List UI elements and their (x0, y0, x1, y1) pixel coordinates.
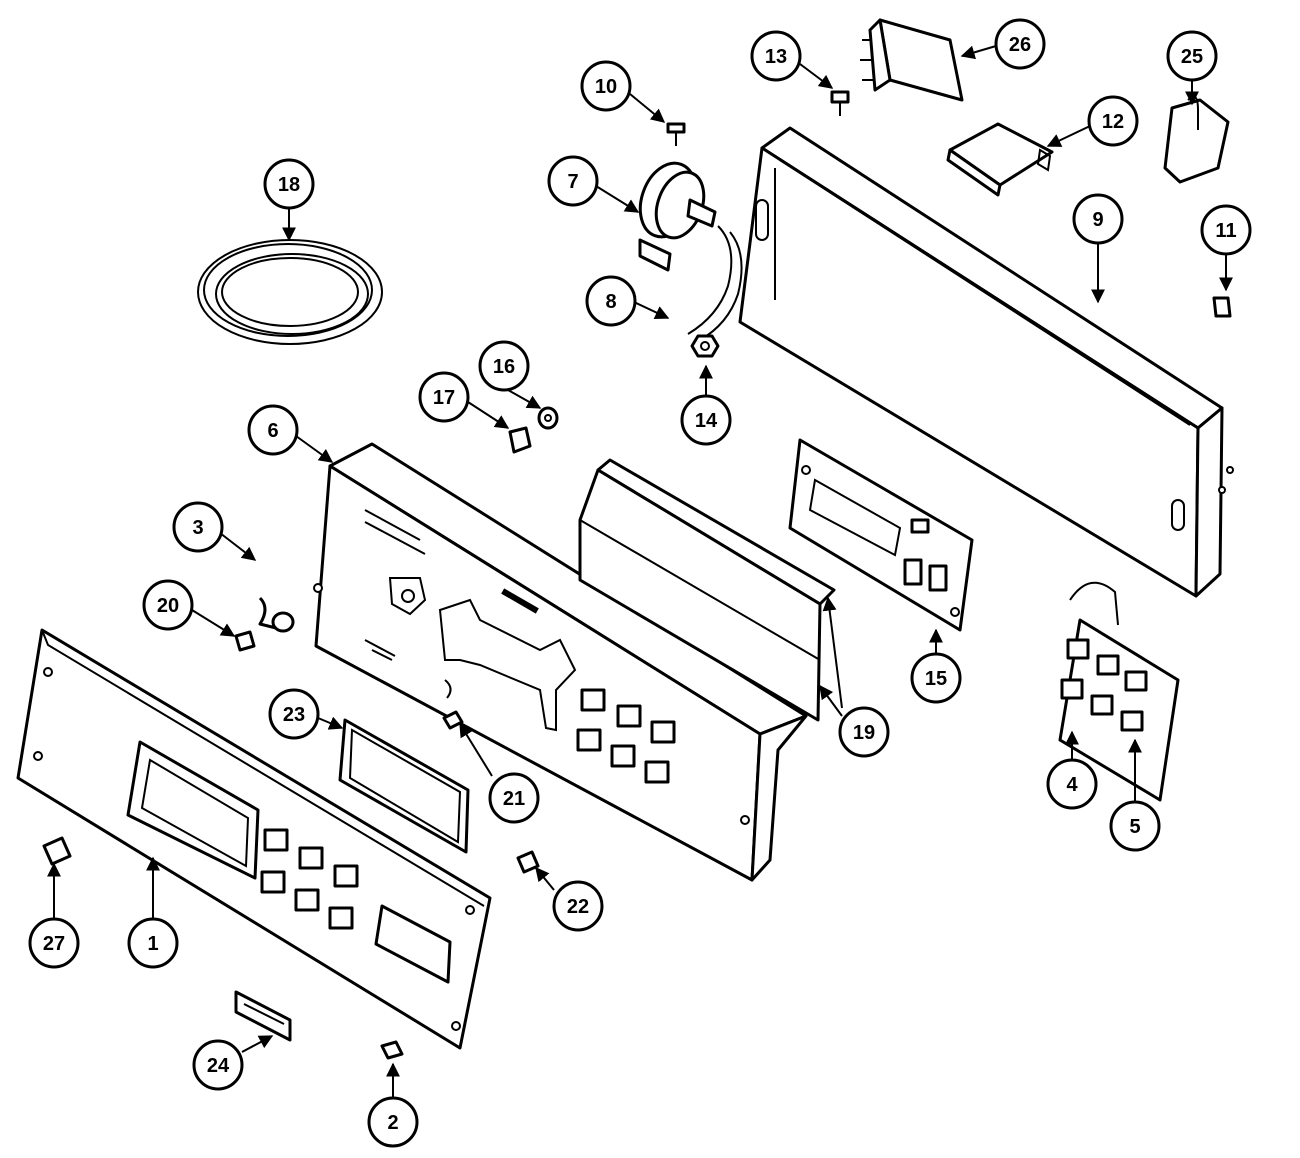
callout-2-label: 2 (387, 1112, 398, 1134)
callout-27-label: 27 (43, 933, 65, 955)
callout-13: 13 (750, 30, 802, 82)
callout-26: 26 (994, 18, 1046, 70)
callout-17: 17 (418, 371, 470, 423)
callout-20-label: 20 (157, 595, 179, 617)
callout-16-label: 16 (493, 356, 515, 378)
callout-19-label: 19 (853, 722, 875, 744)
part-filter (946, 122, 1054, 197)
callout-12: 12 (1087, 95, 1139, 147)
callout-21-label: 21 (503, 788, 525, 810)
callout-7: 7 (547, 155, 599, 207)
callout-15-label: 15 (925, 668, 947, 690)
callout-19: 19 (838, 706, 890, 758)
callout-8-label: 8 (605, 291, 616, 313)
callout-9-label: 9 (1092, 209, 1103, 231)
callout-11-label: 11 (1215, 220, 1236, 242)
callout-7-label: 7 (567, 171, 578, 193)
callout-3: 3 (172, 501, 224, 553)
callout-leaders (47, 45, 1233, 1098)
callout-23-label: 23 (283, 704, 305, 726)
part-control-board (788, 438, 974, 632)
callout-22-label: 22 (567, 896, 589, 918)
callout-27: 27 (28, 917, 80, 969)
callout-6: 6 (247, 404, 299, 456)
callout-21: 21 (488, 772, 540, 824)
callout-5-label: 5 (1129, 816, 1140, 838)
callout-23: 23 (268, 688, 320, 740)
callout-14: 14 (680, 394, 732, 446)
callout-12-label: 12 (1102, 111, 1124, 133)
callout-10: 10 (580, 60, 632, 112)
callout-15: 15 (910, 652, 962, 704)
callout-18: 18 (263, 158, 315, 210)
callout-1-label: 1 (147, 933, 158, 955)
part-control-bracket (313, 442, 808, 882)
part-relay (860, 18, 964, 102)
part-fasteners (42, 90, 1232, 1060)
callout-16: 16 (478, 340, 530, 392)
callout-5: 5 (1109, 800, 1161, 852)
callout-4-label: 4 (1066, 774, 1078, 796)
part-keypad-board (1058, 581, 1180, 802)
callout-17-label: 17 (433, 387, 455, 409)
part-pressure-switch (638, 161, 717, 272)
part-lid-switch (1163, 95, 1230, 184)
callout-25: 25 (1166, 30, 1218, 82)
callout-22: 22 (552, 880, 604, 932)
callout-1: 1 (127, 917, 179, 969)
part-overlay (578, 458, 836, 722)
callout-8: 8 (585, 275, 637, 327)
part-console-housing (738, 126, 1234, 598)
callout-11: 11 (1200, 204, 1252, 256)
callout-24-label: 24 (207, 1055, 230, 1077)
callout-4: 4 (1046, 758, 1098, 810)
part-wire-harness (197, 239, 383, 345)
callout-24: 24 (192, 1039, 244, 1091)
callout-18-label: 18 (278, 174, 300, 196)
callout-26-label: 26 (1009, 34, 1031, 56)
callout-9: 9 (1072, 193, 1124, 245)
part-hose (687, 225, 743, 341)
callout-2: 2 (367, 1096, 419, 1148)
callout-14-label: 14 (695, 410, 718, 432)
callout-3-label: 3 (192, 517, 203, 539)
callout-6-label: 6 (267, 420, 278, 442)
callout-13-label: 13 (765, 46, 787, 68)
callout-10-label: 10 (595, 76, 617, 98)
callout-25-label: 25 (1181, 46, 1203, 68)
part-front-panel (16, 628, 492, 1050)
callout-20: 20 (142, 579, 194, 631)
